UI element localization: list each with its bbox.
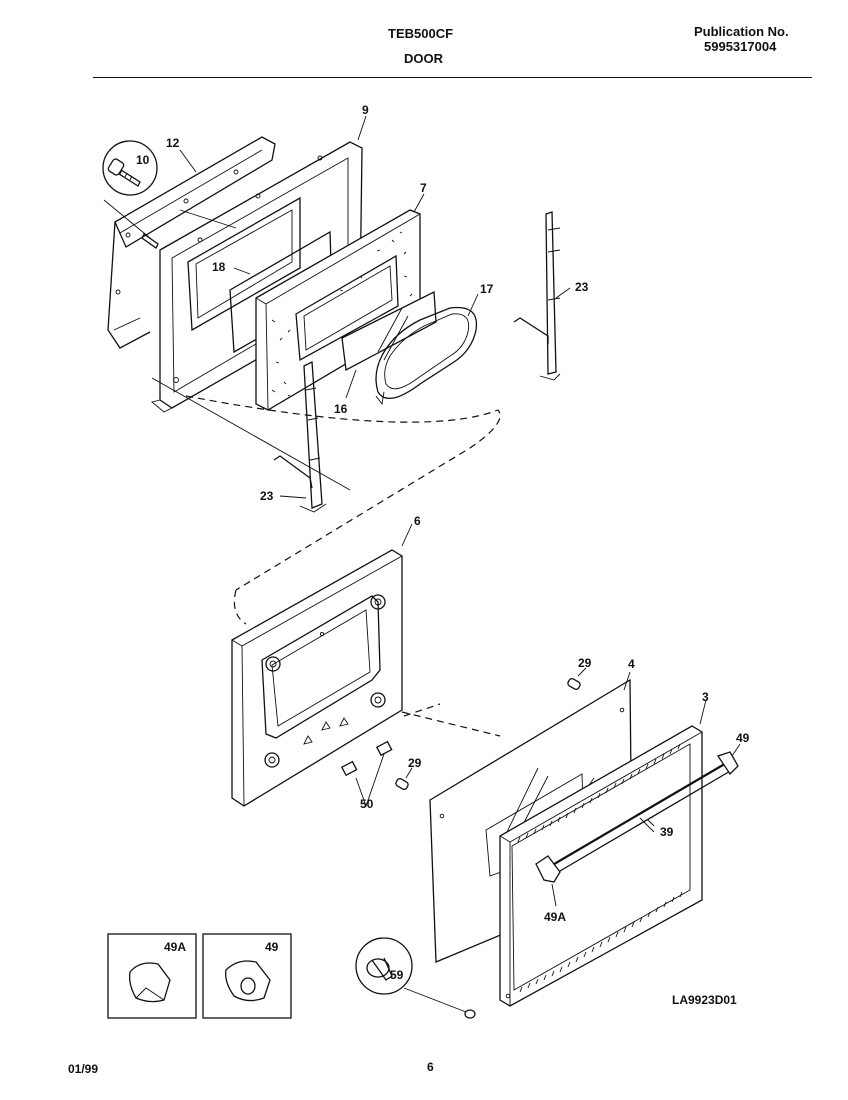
- callout-3: 3: [702, 690, 709, 704]
- callout-9: 9: [362, 103, 369, 117]
- glass-reflection: [377, 307, 409, 361]
- callout-10: 10: [136, 153, 150, 167]
- callout-29-upper: 29: [578, 656, 592, 670]
- part-10-screw-callout: [102, 140, 159, 249]
- callout-6: 6: [414, 514, 421, 528]
- part-50-spacers: [340, 740, 393, 808]
- callout-49a: 49A: [544, 910, 566, 924]
- part-17-retainer: [375, 306, 478, 406]
- callout-29-lower: 29: [408, 756, 422, 770]
- part-6-outer-panel: [231, 549, 403, 807]
- drawing-id: LA9923D01: [672, 993, 737, 1007]
- callout-39: 39: [660, 825, 674, 839]
- publication-number: 5995317004: [704, 39, 777, 54]
- callout-50: 50: [360, 797, 374, 811]
- inset-label-49: 49: [265, 940, 279, 954]
- part-39-handle: [535, 751, 739, 883]
- part-23-hinge-left: [273, 360, 327, 513]
- callout-18: 18: [212, 260, 226, 274]
- model-number: TEB500CF: [388, 26, 454, 41]
- publication-label: Publication No.: [694, 24, 789, 39]
- callout-59: 59: [390, 968, 404, 982]
- callout-4: 4: [628, 657, 635, 671]
- upper-guide-lines: [151, 209, 501, 591]
- part-12-rear-liner: [107, 136, 276, 349]
- part-59-screw-callout: [355, 937, 476, 1019]
- callout-12: 12: [166, 136, 180, 150]
- part-29-pins: [395, 667, 587, 791]
- part-7-insulation-pack: [255, 209, 421, 411]
- callout-23-left: 23: [260, 489, 274, 503]
- lower-guide-lines: [233, 589, 501, 737]
- part-3-door-frame: [499, 725, 703, 1007]
- inset-49a-box: [107, 933, 197, 1019]
- header-rule: [93, 77, 812, 78]
- callout-49: 49: [736, 731, 750, 745]
- page-number: 6: [427, 1060, 434, 1074]
- callout-7: 7: [420, 181, 427, 195]
- callout-17: 17: [480, 282, 494, 296]
- part-23-hinge-right: [513, 211, 561, 381]
- callout-16: 16: [334, 402, 348, 416]
- inset-49-box: [202, 933, 292, 1019]
- inset-label-49a: 49A: [164, 940, 186, 954]
- callout-23-right: 23: [575, 280, 589, 294]
- footer-date: 01/99: [68, 1062, 99, 1076]
- callout-leaders: [179, 115, 741, 907]
- section-title: DOOR: [404, 51, 443, 66]
